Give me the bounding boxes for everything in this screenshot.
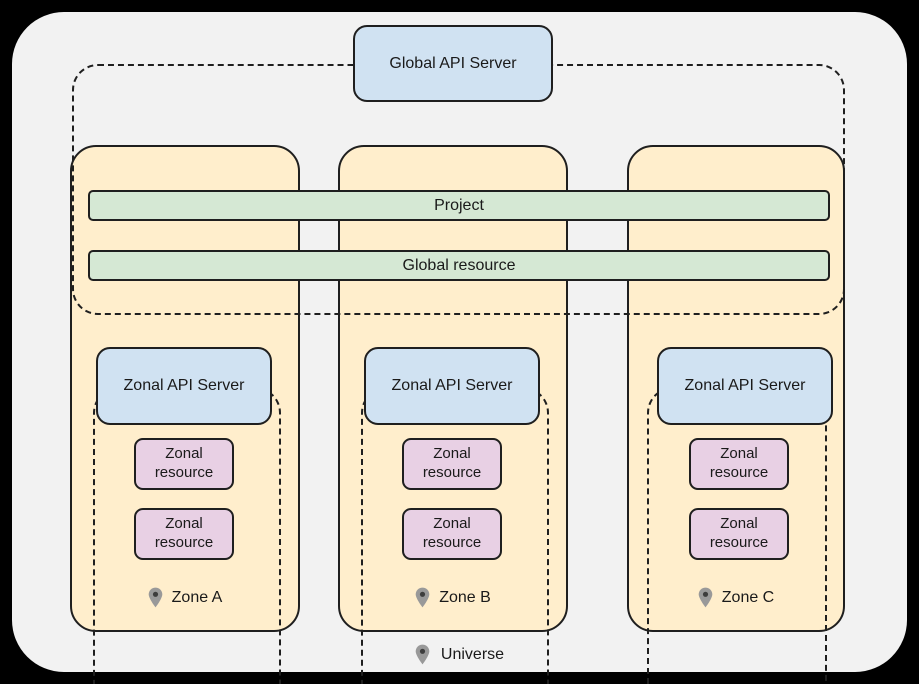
zonal-resource-line1: Zonal <box>433 515 471 533</box>
zonal-resource-line2: resource <box>709 534 769 551</box>
global-resource-bar-label: Global resource <box>402 256 516 274</box>
zonal-resource-c-2[interactable]: Zonal resource <box>689 508 789 560</box>
zonal-resource-line1: Zonal <box>165 515 203 533</box>
map-pin-icon <box>148 587 163 608</box>
global-api-server[interactable]: Global API Server <box>353 25 553 102</box>
zonal-api-server-label: Zonal API Server <box>684 377 806 394</box>
zonal-api-server-b[interactable]: Zonal API Server <box>364 347 540 425</box>
zonal-api-server-label: Zonal API Server <box>391 377 513 394</box>
zone-container-c[interactable]: Zonal API Server Zonal resource Zonal re… <box>627 145 845 684</box>
zone-label-b: Zone B <box>340 587 566 608</box>
map-pin-icon <box>415 644 430 665</box>
zonal-resource-b-2[interactable]: Zonal resource <box>402 508 502 560</box>
zonal-resource-line1: Zonal <box>165 445 203 463</box>
zone-label-text: Zone B <box>439 588 491 606</box>
zone-label-a: Zone A <box>72 587 298 608</box>
zone-container-b[interactable]: Zonal API Server Zonal resource Zonal re… <box>338 145 568 684</box>
zonal-resource-line2: resource <box>422 534 482 551</box>
zonal-api-server-a[interactable]: Zonal API Server <box>96 347 272 425</box>
zonal-api-server-c[interactable]: Zonal API Server <box>657 347 833 425</box>
zonal-resource-line2: resource <box>422 464 482 481</box>
project-bar-label: Project <box>434 196 484 214</box>
zone-label-text: Zone C <box>721 588 775 606</box>
zone-label-c: Zone C <box>629 587 843 608</box>
zonal-api-server-label: Zonal API Server <box>123 377 245 394</box>
zone-label-text: Zone A <box>171 588 223 606</box>
zonal-resource-a-2[interactable]: Zonal resource <box>134 508 234 560</box>
zonal-resource-line1: Zonal <box>720 445 758 463</box>
zone-container-a[interactable]: Zonal API Server Zonal resource Zonal re… <box>70 145 300 684</box>
global-resource-bar[interactable]: Global resource <box>88 250 830 281</box>
global-api-server-label: Global API Server <box>389 54 517 72</box>
zonal-resource-line1: Zonal <box>720 515 758 533</box>
map-pin-icon <box>698 587 713 608</box>
universe-label: Universe <box>0 644 919 665</box>
zonal-resource-line2: resource <box>154 464 214 481</box>
zonal-resource-a-1[interactable]: Zonal resource <box>134 438 234 490</box>
zonal-resource-line2: resource <box>154 534 214 551</box>
map-pin-icon <box>415 587 430 608</box>
zonal-resource-c-1[interactable]: Zonal resource <box>689 438 789 490</box>
zonal-resource-line1: Zonal <box>433 445 471 463</box>
universe-label-text: Universe <box>440 645 505 663</box>
project-bar[interactable]: Project <box>88 190 830 221</box>
zonal-resource-line2: resource <box>709 464 769 481</box>
zonal-resource-b-1[interactable]: Zonal resource <box>402 438 502 490</box>
